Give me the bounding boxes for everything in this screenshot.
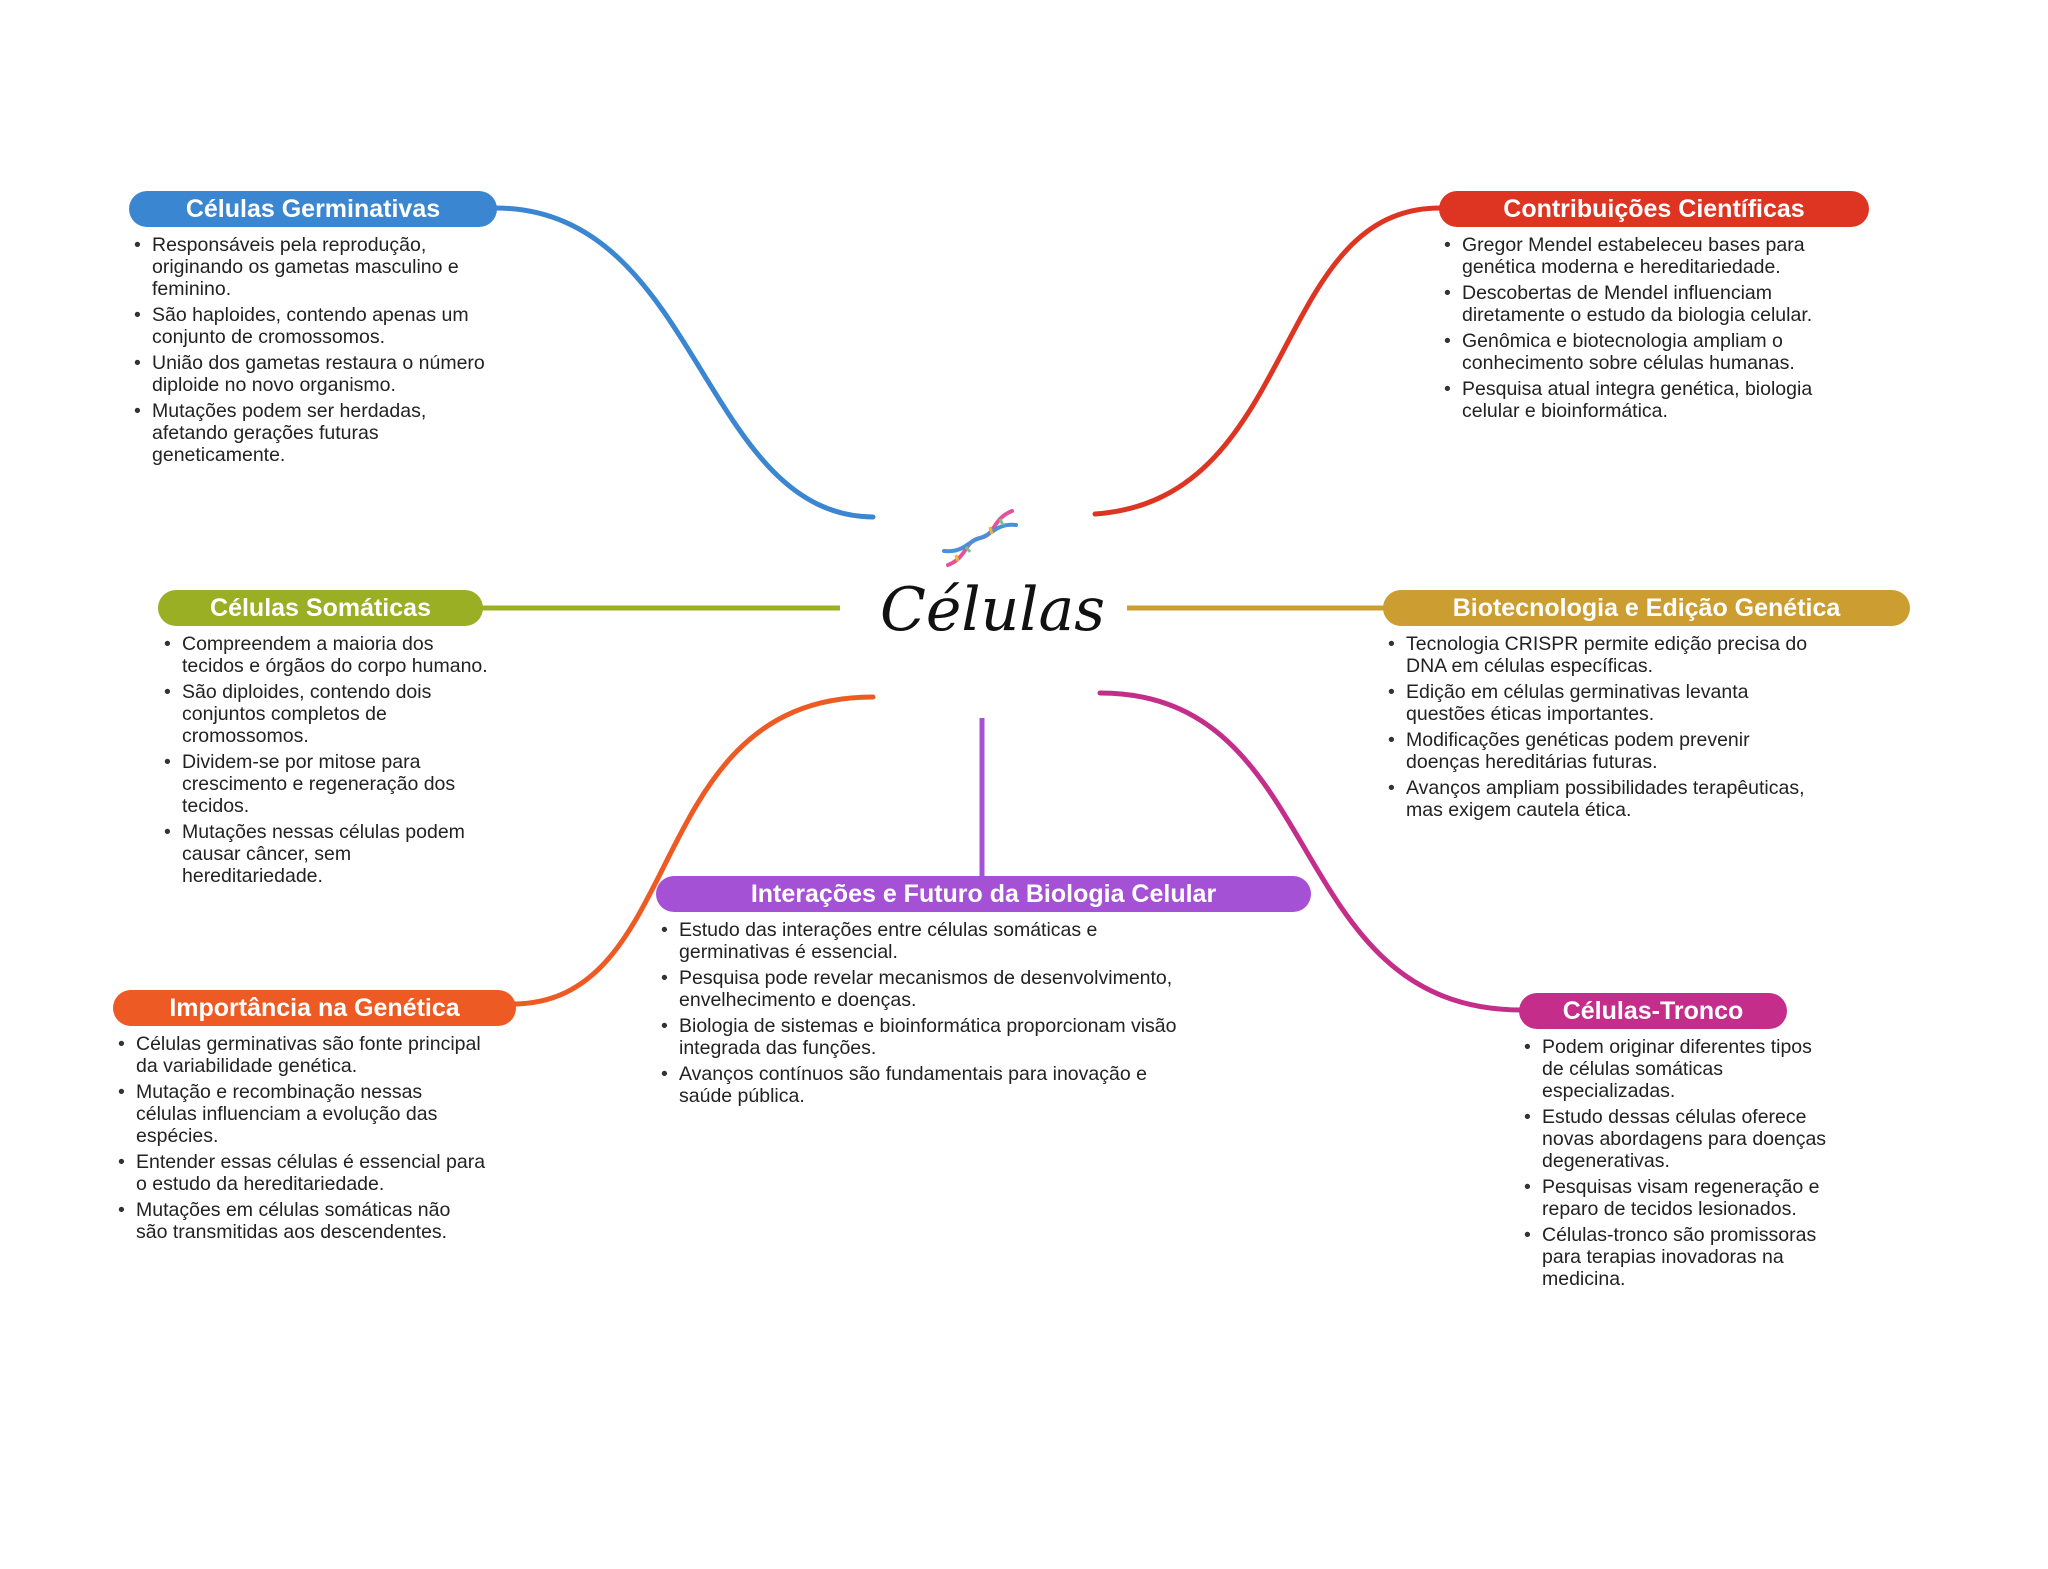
connector-germinativas bbox=[492, 205, 876, 520]
dna-icon bbox=[942, 509, 1018, 567]
node-germinativas-bullets: Responsáveis pela reprodução, originando… bbox=[133, 234, 495, 470]
bullet-item: Estudo dessas células oferece novas abor… bbox=[1523, 1106, 1828, 1172]
bullet-item: Podem originar diferentes tipos de célul… bbox=[1523, 1036, 1828, 1102]
bullet-item: Tecnologia CRISPR permite edição precisa… bbox=[1387, 633, 1817, 677]
bullet-item: São haploides, contendo apenas um conjun… bbox=[133, 304, 495, 348]
node-germinativas-title: Células Germinativas bbox=[129, 191, 497, 227]
connector-tronco bbox=[1097, 690, 1525, 1013]
bullet-item: Estudo das interações entre células somá… bbox=[660, 919, 1180, 963]
node-interacoes-title: Interações e Futuro da Biologia Celular bbox=[656, 876, 1311, 912]
bullet-item: Mutações em células somáticas não são tr… bbox=[117, 1199, 487, 1243]
node-importancia-bullets: Células germinativas são fonte principal… bbox=[117, 1033, 487, 1247]
bullet-item: Pesquisa pode revelar mecanismos de dese… bbox=[660, 967, 1180, 1011]
bullet-item: Pesquisa atual integra genética, biologi… bbox=[1443, 378, 1853, 422]
node-somaticas-title: Células Somáticas bbox=[158, 590, 483, 626]
node-tronco-bullets: Podem originar diferentes tipos de célul… bbox=[1523, 1036, 1828, 1294]
bullet-item: União dos gametas restaura o número dipl… bbox=[133, 352, 495, 396]
node-biotecnologia-title: Biotecnologia e Edição Genética bbox=[1383, 590, 1910, 626]
node-biotecnologia-bullets: Tecnologia CRISPR permite edição precisa… bbox=[1387, 633, 1817, 825]
connector-importancia bbox=[509, 694, 876, 1007]
bullet-item: Entender essas células é essencial para … bbox=[117, 1151, 487, 1195]
node-contribuicoes-title: Contribuições Científicas bbox=[1439, 191, 1869, 227]
bullet-item: Genômica e biotecnologia ampliam o conhe… bbox=[1443, 330, 1853, 374]
bullet-item: Mutações podem ser herdadas, afetando ge… bbox=[133, 400, 495, 466]
node-tronco-title: Células-Tronco bbox=[1519, 993, 1787, 1029]
central-topic-title: Células bbox=[880, 575, 1105, 645]
node-somaticas-bullets: Compreendem a maioria dos tecidos e órgã… bbox=[163, 633, 493, 891]
bullet-item: Mutações nessas células podem causar cân… bbox=[163, 821, 493, 887]
bullet-item: Modificações genéticas podem prevenir do… bbox=[1387, 729, 1817, 773]
bullet-item: Edição em células germinativas levanta q… bbox=[1387, 681, 1817, 725]
bullet-item: Avanços contínuos são fundamentais para … bbox=[660, 1063, 1180, 1107]
bullet-item: Avanços ampliam possibilidades terapêuti… bbox=[1387, 777, 1817, 821]
connector-contribuicoes bbox=[1092, 205, 1443, 517]
bullet-item: Gregor Mendel estabeleceu bases para gen… bbox=[1443, 234, 1853, 278]
bullet-item: Descobertas de Mendel influenciam direta… bbox=[1443, 282, 1853, 326]
node-importancia-title: Importância na Genética bbox=[113, 990, 516, 1026]
bullet-item: Compreendem a maioria dos tecidos e órgã… bbox=[163, 633, 493, 677]
bullet-item: Dividem-se por mitose para crescimento e… bbox=[163, 751, 493, 817]
bullet-item: São diploides, contendo dois conjuntos c… bbox=[163, 681, 493, 747]
bullet-item: Pesquisas visam regeneração e reparo de … bbox=[1523, 1176, 1828, 1220]
bullet-item: Responsáveis pela reprodução, originando… bbox=[133, 234, 495, 300]
bullet-item: Biologia de sistemas e bioinformática pr… bbox=[660, 1015, 1180, 1059]
bullet-item: Células-tronco são promissoras para tera… bbox=[1523, 1224, 1828, 1290]
bullet-item: Mutação e recombinação nessas células in… bbox=[117, 1081, 487, 1147]
node-interacoes-bullets: Estudo das interações entre células somá… bbox=[660, 919, 1180, 1111]
node-contribuicoes-bullets: Gregor Mendel estabeleceu bases para gen… bbox=[1443, 234, 1853, 426]
bullet-item: Células germinativas são fonte principal… bbox=[117, 1033, 487, 1077]
